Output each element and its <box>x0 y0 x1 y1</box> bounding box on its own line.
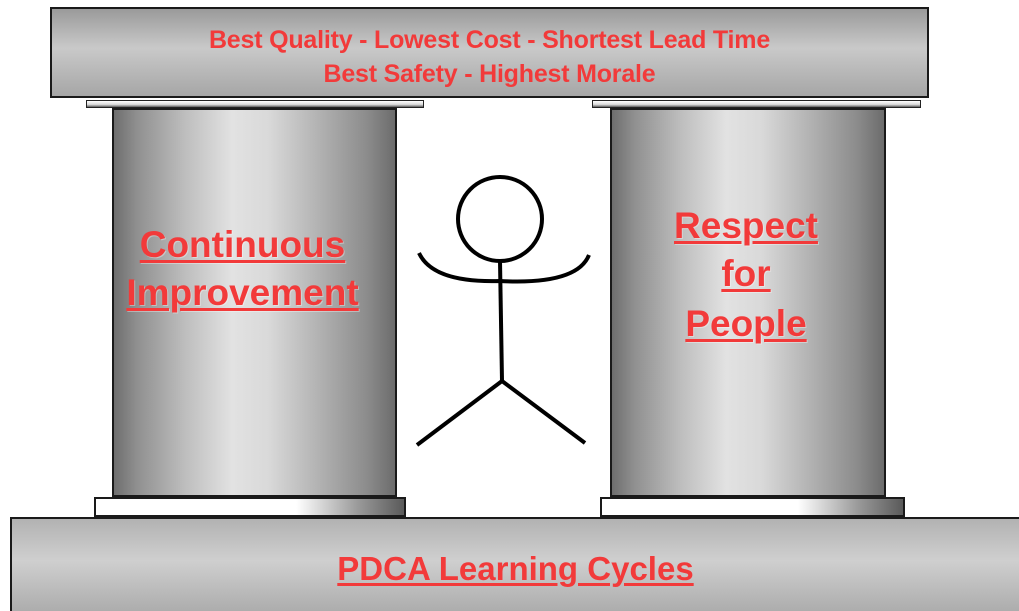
right-pillar-line-2: for <box>721 253 771 294</box>
foundation-label: PDCA Learning Cycles <box>337 550 694 587</box>
stick-figure-left-leg <box>415 379 504 447</box>
right-pillar-cap <box>592 100 921 108</box>
left-pillar-base <box>94 497 406 517</box>
roof-line-1: Best Quality - Lowest Cost - Shortest Le… <box>208 26 771 54</box>
right-pillar-line-1: Respect <box>674 205 818 246</box>
left-pillar-line-1: Continuous <box>139 224 346 265</box>
stick-figure-arms <box>417 252 591 284</box>
left-pillar-line-2: Improvement <box>126 272 359 313</box>
stick-figure-head <box>456 175 544 263</box>
stick-figure-icon <box>415 175 591 447</box>
roof-line-2: Best Safety - Highest Morale <box>323 60 656 88</box>
foundation: PDCA Learning Cycles <box>10 517 1019 611</box>
pillar-continuous-improvement: Continuous Improvement <box>112 108 397 497</box>
left-pillar-cap <box>86 100 424 108</box>
roof: Best Quality - Lowest Cost - Shortest Le… <box>50 7 929 98</box>
stick-figure-right-leg <box>500 379 587 445</box>
pillar-respect-for-people: Respect for People <box>610 108 886 497</box>
right-pillar-line-3: People <box>685 303 807 344</box>
stick-figure-body <box>498 260 504 382</box>
right-pillar-base <box>600 497 905 517</box>
